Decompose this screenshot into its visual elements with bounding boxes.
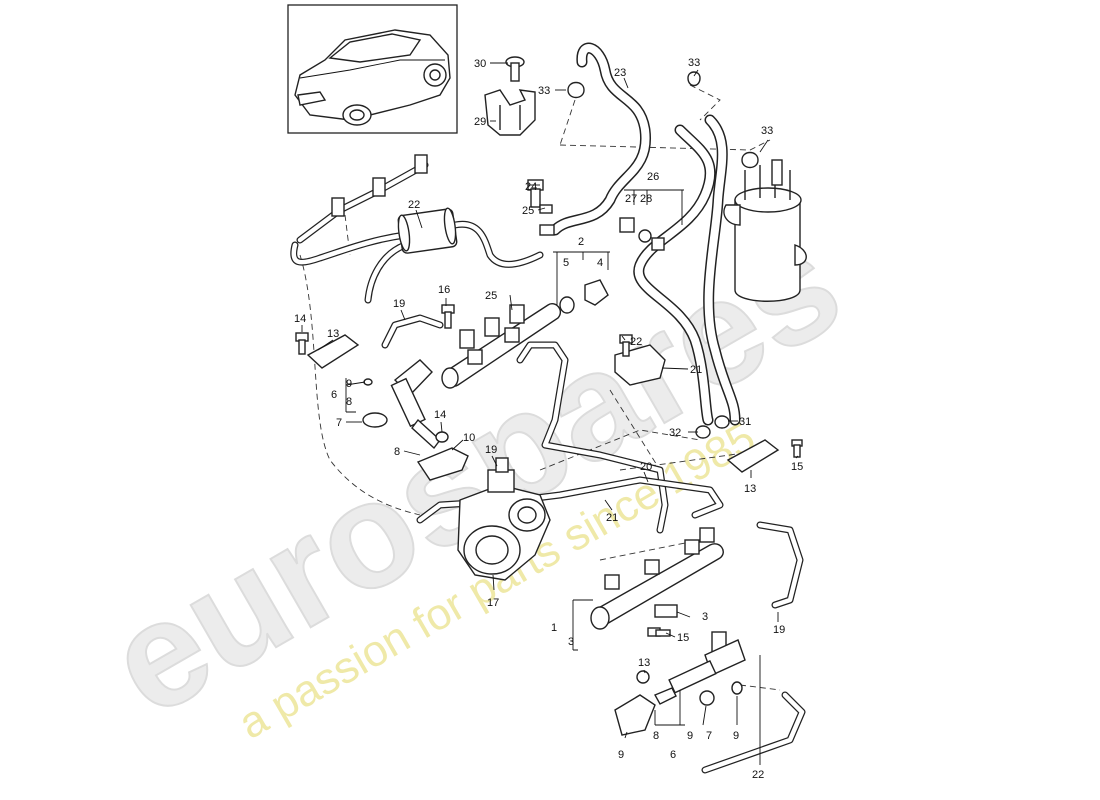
plug-25-upper	[539, 204, 555, 236]
callout-19-lower: 19	[773, 624, 785, 636]
callout-labels: 30 29 33 23 33 33 24 25 26 27 28 2 5 4 2…	[294, 57, 803, 781]
callout-9-lower: 9	[687, 730, 693, 742]
callout-4: 4	[597, 257, 603, 269]
callout-29: 29	[474, 116, 486, 128]
nut-12-lower	[636, 670, 650, 684]
callout-5: 5	[563, 257, 569, 269]
callout-3-left: 3	[568, 636, 574, 648]
callout-13-right: 15	[791, 461, 803, 473]
callout-26: 26	[647, 171, 659, 183]
gasket-11-upper	[306, 334, 360, 369]
bolt-14-lower	[647, 627, 671, 637]
bracket-29	[484, 89, 536, 136]
callout-11-upper: 13	[327, 328, 339, 340]
callout-2: 2	[578, 236, 584, 248]
callout-10-upper: 10	[463, 432, 475, 444]
fuel-line-19-upper	[381, 314, 444, 349]
callout-25-upper: 25	[522, 205, 534, 217]
seal-ring-5	[559, 296, 575, 314]
callout-33-top: 33	[538, 85, 550, 97]
callout-7-lower: 7	[706, 730, 712, 742]
callout-27: 27	[625, 193, 637, 205]
callout-19-upper: 19	[393, 298, 405, 310]
callout-8-upper: 8	[346, 396, 352, 408]
callout-33-right: 33	[688, 57, 700, 69]
callout-13-upper: 14	[294, 313, 306, 325]
callout-22-upper: 22	[408, 199, 420, 211]
callout-1: 1	[551, 622, 557, 634]
callout-16: 19	[485, 444, 497, 456]
callout-3-right: 3	[702, 611, 708, 623]
fuel-line-17	[516, 341, 669, 534]
clamp-31	[714, 415, 730, 429]
callout-22-lower: 22	[752, 769, 764, 781]
injector-upper	[362, 359, 441, 450]
clamp-plate-10-lower	[614, 694, 656, 736]
bolt-30	[505, 56, 525, 82]
callout-6-upper: 6	[331, 389, 337, 401]
callout-28: 28	[640, 193, 652, 205]
leader-lines	[301, 62, 799, 765]
callout-33-lower: 33	[761, 125, 773, 137]
callout-17: 20	[640, 461, 652, 473]
callout-12-upper: 14	[434, 409, 446, 421]
clamp-33-right	[687, 71, 701, 87]
callout-12-lower: 13	[638, 657, 650, 669]
callout-8-mid: 8	[394, 446, 400, 458]
return-hose-23	[549, 42, 651, 236]
callout-25-mid: 25	[485, 290, 497, 302]
callout-32: 32	[669, 427, 681, 439]
sensor-3-lower	[654, 604, 678, 618]
callout-9-right: 9	[733, 730, 739, 742]
fuel-rail-lower	[590, 527, 724, 630]
callout-30: 30	[474, 58, 486, 70]
callout-6-lower: 6	[670, 749, 676, 761]
callout-18: 21	[606, 512, 618, 524]
vehicle-thumbnail	[287, 4, 458, 134]
callout-10-lower: 9	[618, 749, 624, 761]
bolt-13-upper	[295, 332, 309, 355]
seal-28	[638, 229, 665, 251]
fuel-rail-upper	[441, 303, 562, 389]
bolt-13-right	[791, 439, 803, 458]
callout-7-upper: 7	[336, 417, 342, 429]
callout-21: 22	[630, 336, 642, 348]
return-line-22	[701, 691, 806, 774]
callout-31: 31	[739, 416, 751, 428]
clamp-32	[695, 425, 711, 439]
callout-9-upper: 9	[346, 378, 352, 390]
fitting-27	[619, 217, 635, 233]
fuel-filter-22	[290, 154, 544, 304]
callout-14-upper: 16	[438, 284, 450, 296]
callout-15: 17	[487, 597, 499, 609]
high-pressure-pump	[457, 457, 551, 581]
callout-8-lower: 8	[653, 730, 659, 742]
fuel-line-19-lower	[756, 521, 804, 609]
callout-24: 24	[525, 181, 537, 193]
callout-11-right: 13	[744, 483, 756, 495]
fuel-line-18	[416, 476, 724, 524]
clamp-plate-10-upper	[416, 447, 469, 481]
clamp-33-lower	[741, 151, 759, 169]
sensor-4	[584, 279, 609, 306]
bolt-14-upper	[441, 304, 455, 329]
callout-20: 21	[690, 364, 702, 376]
gasket-11-right	[726, 439, 780, 473]
callout-14-lower: 15	[677, 632, 689, 644]
clamp-33-top	[567, 81, 585, 99]
callout-23: 23	[614, 67, 626, 79]
fuel-filter-housing	[723, 159, 807, 302]
nut-12-upper	[435, 431, 449, 443]
bolt-21	[619, 334, 633, 357]
return-hose-26	[633, 114, 741, 426]
injector-lower	[654, 631, 746, 706]
